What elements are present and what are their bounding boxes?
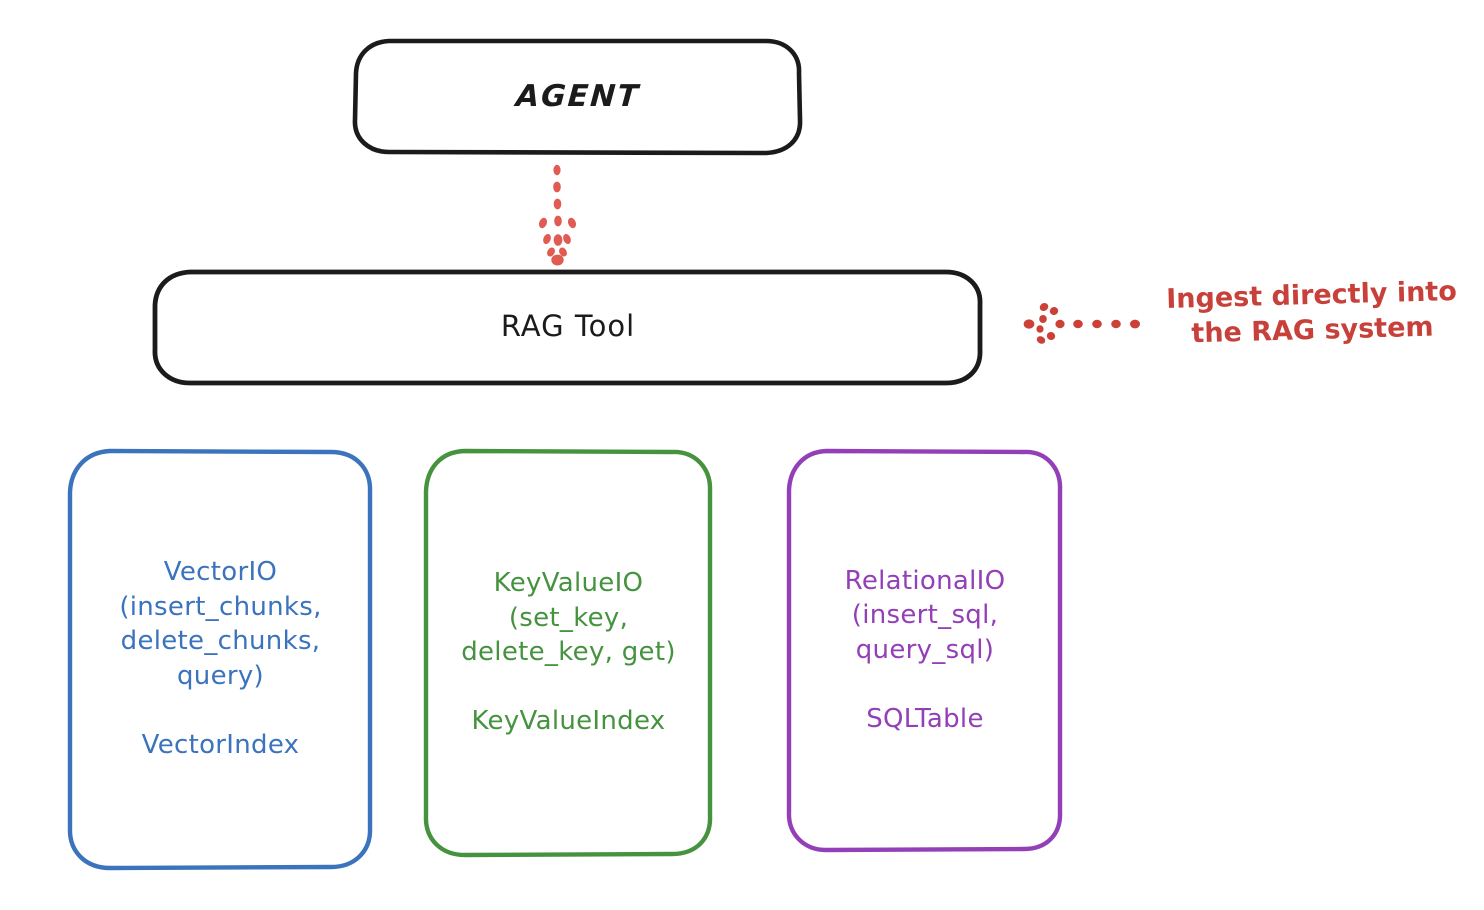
agent-to-rag-dotted-arrow (538, 164, 577, 266)
key-value-io-box-outline (423, 448, 713, 858)
rag-tool-box-outline (152, 269, 983, 386)
relational-io-label: RelationalIO (insert_sql, query_sql) SQL… (844, 565, 1006, 734)
relational-io-box-outline (786, 448, 1063, 853)
agent-box[interactable]: AGENT (355, 40, 801, 153)
vector-io-box-outline (67, 448, 373, 871)
ingest-annotation-label: Ingest directly into the RAG system (1165, 275, 1458, 350)
relational-io-box[interactable]: RelationalIO (insert_sql, query_sql) SQL… (789, 450, 1061, 850)
agent-label: AGENT (514, 78, 642, 114)
vector-io-label: VectorIO (insert_chunks, delete_chunks, … (119, 557, 322, 761)
ingest-to-rag-dotted-arrow (1023, 303, 1140, 344)
vector-io-box[interactable]: VectorIO (insert_chunks, delete_chunks, … (70, 450, 371, 868)
key-value-io-box[interactable]: KeyValueIO (set_key, delete_key, get) Ke… (426, 450, 711, 855)
key-value-io-label: KeyValueIO (set_key, delete_key, get) Ke… (461, 568, 676, 737)
rag-tool-label: RAG Tool (500, 309, 636, 344)
agent-box-outline (352, 38, 803, 156)
rag-tool-box[interactable]: RAG Tool (155, 271, 981, 383)
